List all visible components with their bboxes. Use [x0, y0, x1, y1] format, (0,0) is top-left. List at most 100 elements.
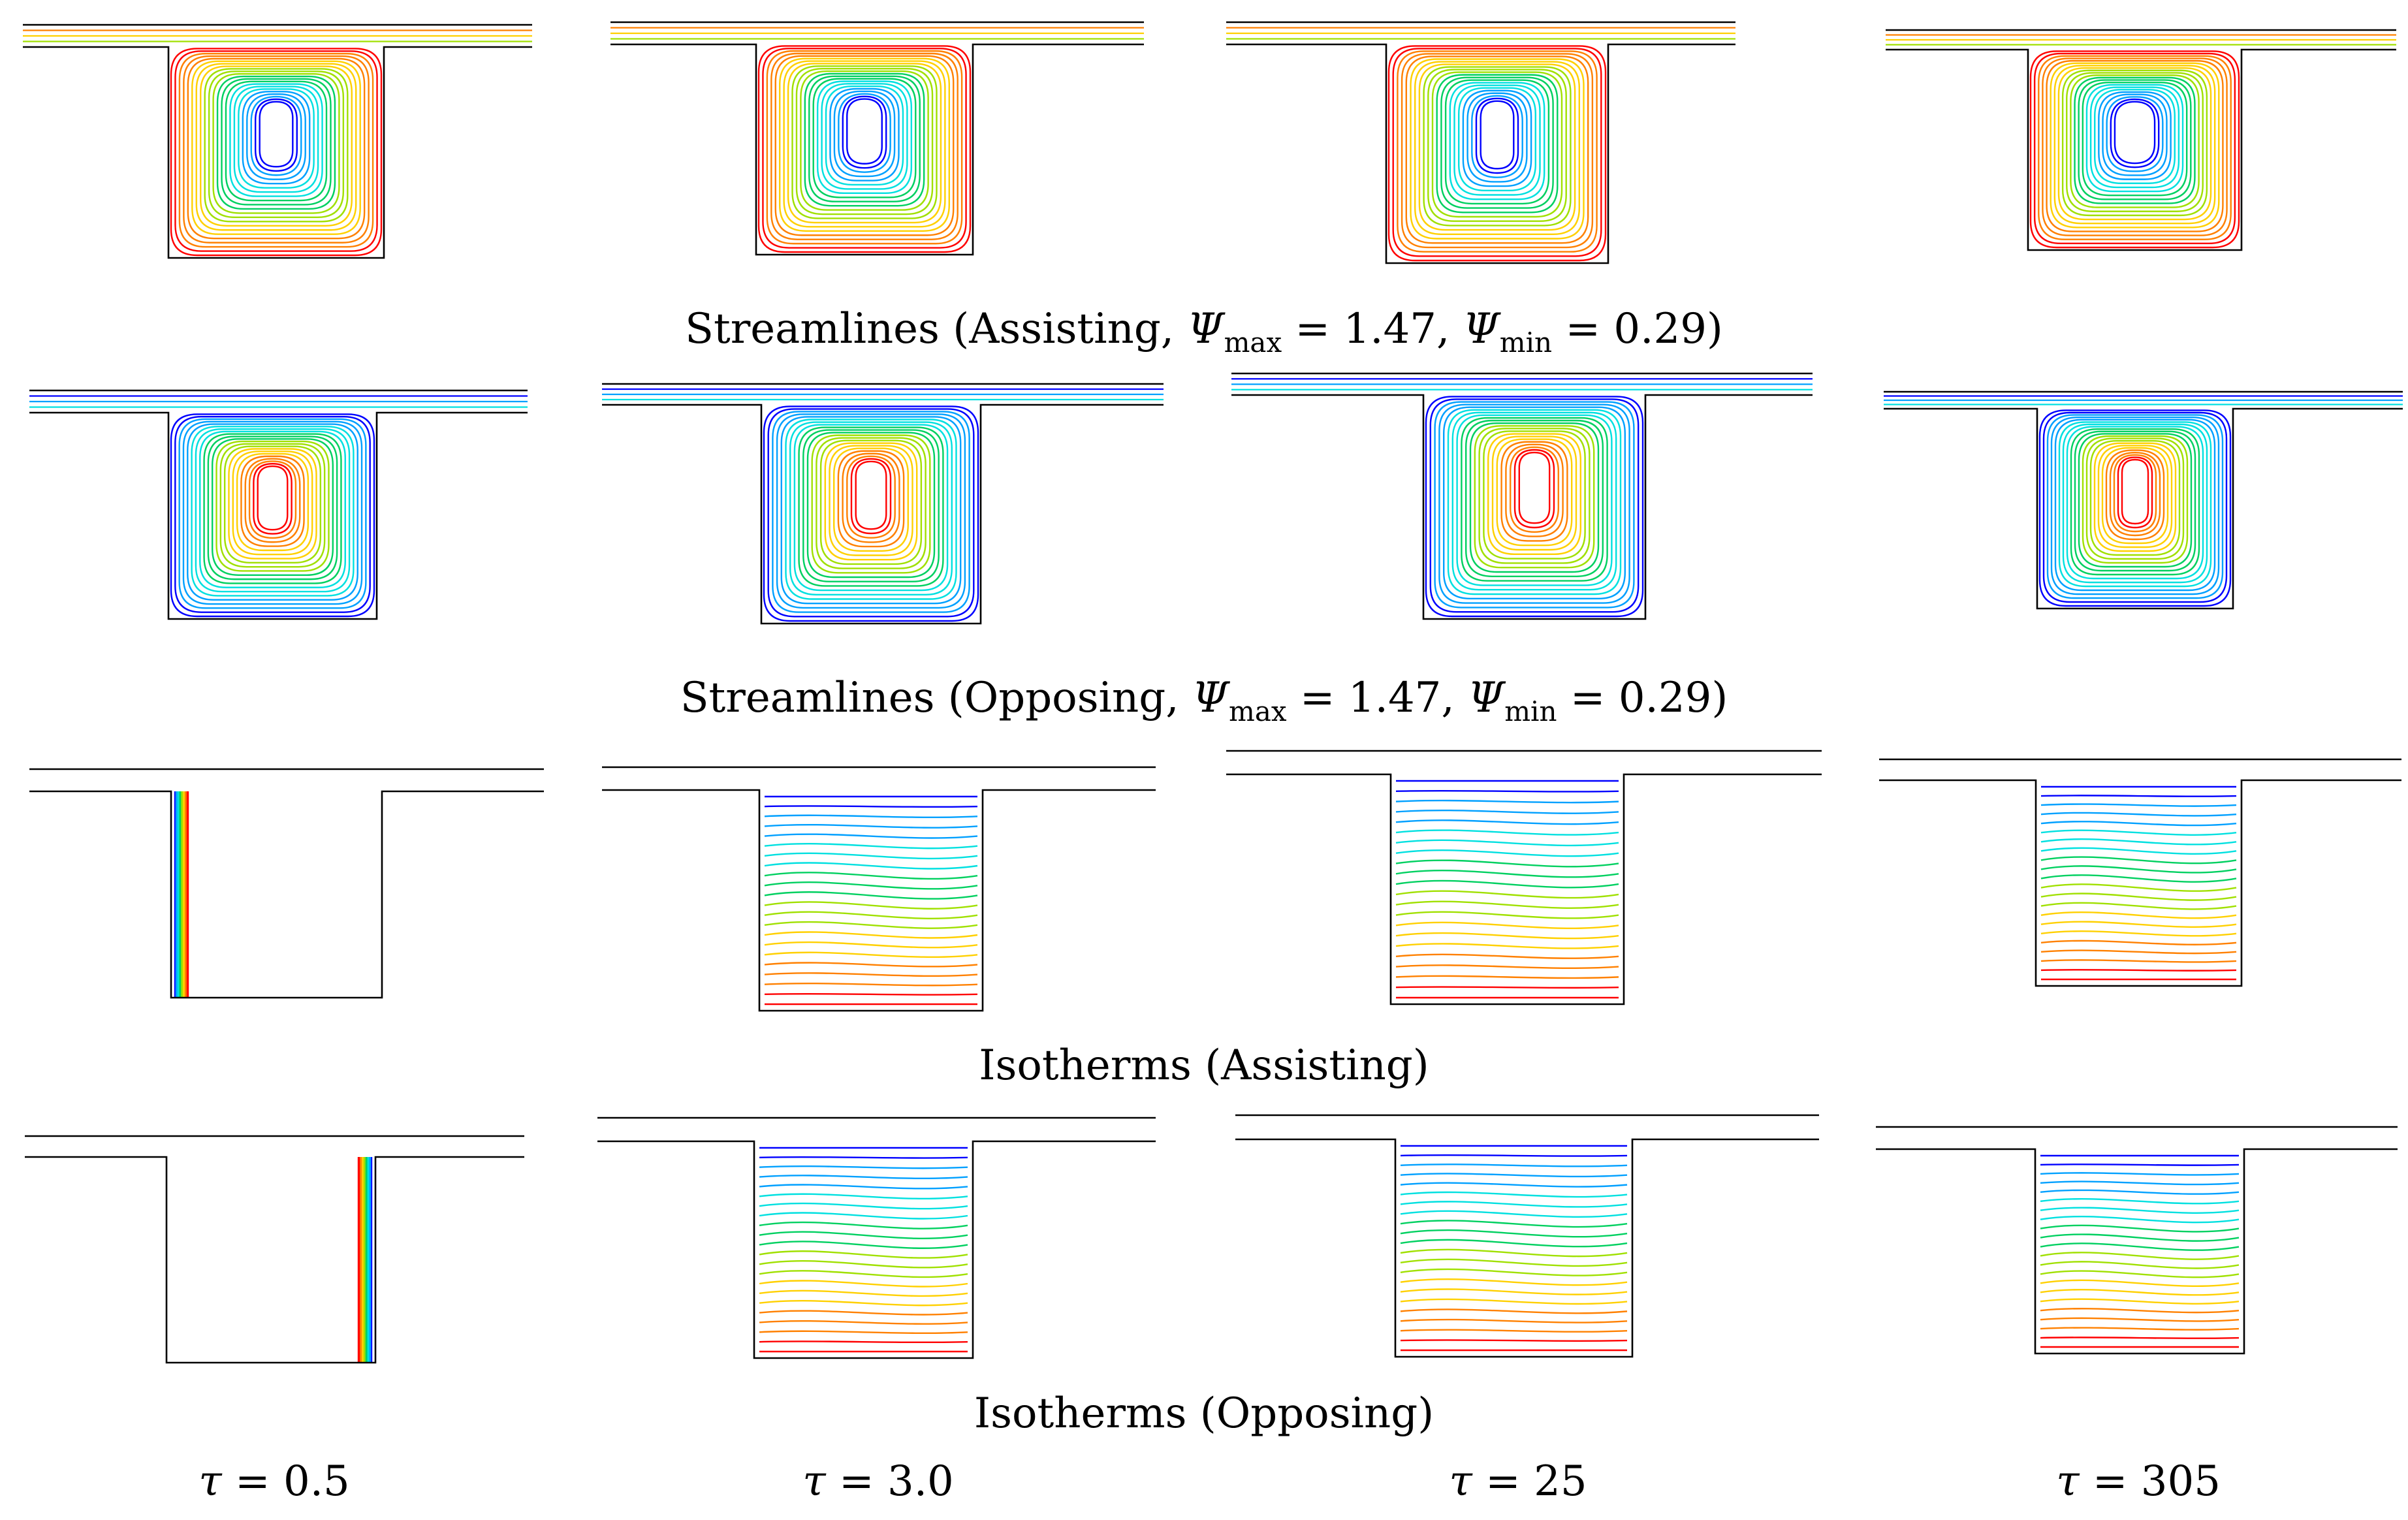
contour-line	[764, 891, 978, 900]
contour-line	[759, 1250, 968, 1259]
contour-line	[1395, 849, 1619, 857]
contour-line	[1478, 428, 1591, 564]
contour-line	[808, 75, 921, 202]
contour-line	[759, 1299, 968, 1306]
contour-line	[2093, 442, 2177, 552]
contour-line	[1475, 97, 1519, 174]
contour-line	[811, 434, 931, 574]
contour-line	[2078, 79, 2192, 200]
contour-line	[1431, 71, 1563, 218]
contour-line	[1400, 1318, 1628, 1323]
contour-line	[1427, 69, 1567, 222]
contour-line	[1400, 1339, 1628, 1342]
contour-line	[764, 881, 978, 890]
contour-line	[178, 418, 367, 609]
contour-line	[204, 68, 349, 223]
contour-line	[1400, 1164, 1628, 1167]
contour-line	[170, 48, 383, 257]
contour-line	[1510, 446, 1559, 533]
contour-line	[759, 1231, 968, 1239]
contour-line	[257, 465, 289, 531]
contour-line	[2042, 57, 2228, 236]
contour-line	[212, 438, 334, 576]
time-label-0: τ = 0.5	[198, 1457, 350, 1506]
geometry-outline	[610, 21, 1144, 256]
contour-line	[846, 98, 883, 165]
contour-line	[1458, 87, 1536, 191]
contour-line	[2040, 812, 2237, 817]
contour-line	[772, 411, 970, 613]
contour-line	[1447, 409, 1622, 595]
contour-line	[1518, 451, 1551, 524]
time-label-1: τ = 3.0	[802, 1457, 954, 1506]
contour-line	[1487, 433, 1581, 555]
contour-line	[2109, 451, 2161, 537]
contour-line	[762, 48, 967, 249]
contour-line	[764, 941, 978, 949]
contour-line	[2040, 949, 2237, 955]
contour-line	[174, 50, 378, 252]
contour-line	[780, 416, 962, 605]
contour-line	[764, 982, 978, 987]
contour-line	[2040, 821, 2237, 827]
contour-line	[2038, 55, 2232, 240]
contour-line	[1491, 435, 1577, 551]
caption-isotherms-assisting: Isotherms (Assisting)	[979, 1041, 1429, 1090]
geometry-outline	[602, 766, 1156, 1012]
contour-line	[759, 1320, 968, 1325]
contour-line	[2074, 430, 2196, 572]
contour-line	[1400, 1278, 1628, 1286]
geometry-outline	[1231, 372, 1813, 620]
contour-line	[806, 432, 936, 578]
contour-line	[2040, 911, 2237, 919]
contour-line	[791, 65, 938, 219]
contour-line	[195, 63, 357, 231]
contour-line	[1496, 438, 1573, 546]
contour-line	[1461, 417, 1608, 582]
contour-line	[2040, 902, 2237, 910]
contour-line	[1395, 975, 1619, 979]
contour-line	[2040, 829, 2237, 836]
contour-line	[2105, 449, 2165, 541]
contour-line	[764, 921, 978, 929]
contour-line	[2089, 86, 2180, 189]
contour-line	[1400, 1239, 1628, 1248]
geometry-outline	[1876, 1126, 2398, 1355]
contour-line	[833, 90, 896, 178]
contour-line	[182, 420, 363, 605]
contour-line	[1387, 45, 1607, 262]
contour-line	[1436, 74, 1559, 214]
contour-line	[242, 91, 311, 185]
contour-line	[764, 911, 978, 919]
contour-line	[191, 60, 361, 235]
contour-line	[2089, 440, 2181, 556]
contour-line	[2040, 1298, 2240, 1305]
contour-line	[170, 413, 375, 618]
time-label-2: τ = 25	[1449, 1457, 1587, 1506]
contour-line	[2050, 62, 2220, 229]
contour-line	[2040, 893, 2237, 901]
contour-line	[1505, 443, 1564, 537]
contour-line	[1400, 1308, 1628, 1314]
contour-line	[250, 95, 302, 176]
contour-line	[2117, 456, 2153, 529]
panel-r1-c1	[602, 383, 1164, 625]
contour-line	[764, 992, 978, 996]
contour-line	[764, 833, 978, 839]
contour-line	[759, 1260, 968, 1269]
contour-line	[793, 424, 949, 592]
contour-line	[1425, 396, 1644, 618]
contour-line	[2029, 50, 2240, 249]
contour-line	[2040, 1233, 2240, 1242]
contour-line	[763, 405, 979, 622]
contour-line	[759, 1280, 968, 1288]
contour-line	[759, 1221, 968, 1229]
contour-line	[2054, 419, 2216, 592]
contour-line	[2040, 1308, 2240, 1314]
contour-line	[842, 452, 900, 543]
contour-line	[2082, 435, 2189, 564]
contour-line	[1449, 82, 1545, 200]
contour-line	[229, 83, 323, 197]
contour-line	[219, 443, 326, 568]
contour-line	[764, 862, 978, 870]
